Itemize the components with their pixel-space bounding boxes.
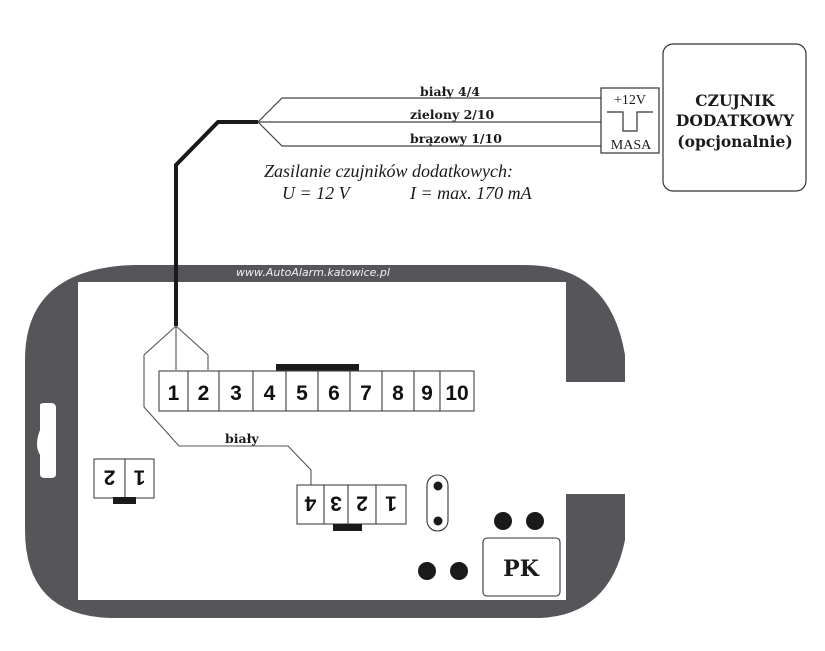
pulse-symbol-icon [607,111,653,132]
wire-label-bialy-inner: biały [225,431,259,446]
wire-to-4pin [143,325,312,486]
pin-cell: 3 [218,370,254,412]
sensor-terminal-block: +12V MASA [600,87,660,154]
pk-button-box[interactable] [482,537,561,597]
power-note-current: I = max. 170 mA [409,183,533,203]
pin-cell: 4 [252,370,287,412]
led-hole-2 [526,512,544,530]
connector-10pin-latch [276,364,359,371]
sensor-title-line1: CZUJNIK [695,91,775,110]
pin-cell: 6 [317,370,351,412]
pin-number: 1 [168,382,180,405]
pin-number: 1 [133,466,145,489]
pk-button[interactable]: PK [482,537,561,597]
pin-number: 3 [330,492,342,515]
pin-box [439,370,475,412]
pin-number: 4 [264,382,276,405]
wire-fanout-top [257,97,601,147]
jumper-oval [426,474,449,532]
pin-cell: 1 [375,484,407,525]
terminal-plus12v: +12V [614,93,646,108]
pin-cell: 8 [381,370,415,412]
wire-bialy [257,97,601,123]
wire-brazowy [257,121,601,147]
pk-button-label: PK [503,556,540,582]
pin-number: 10 [445,382,468,405]
pin-number: 8 [392,382,404,405]
pin-cell: 5 [285,370,319,412]
wire-to-pin2 [175,325,209,370]
pin-cell: 2 [93,458,126,499]
pin-number: 2 [356,492,368,515]
jumper-pin-top [433,481,443,491]
pin-number: 6 [328,382,340,405]
jumper-pin-bottom [433,516,443,526]
pin-box [381,370,415,412]
pin-number: 4 [304,492,316,515]
led-hole-3 [418,562,436,580]
pin-cell: 3 [323,484,349,525]
pin-box [187,370,220,412]
pin-cell: 4 [296,484,325,525]
pin-cell: 2 [187,370,220,412]
pin-cell: 7 [349,370,383,412]
additional-sensor: CZUJNIK DODATKOWY (opcjonalnie) [662,43,807,192]
pin-box [252,370,287,412]
connector-2pin-latch [113,497,136,504]
pin-box [349,370,383,412]
sensor-box [662,43,807,192]
pin-cell: 1 [124,458,155,499]
wire-label-bialy: biały 4/4 [420,84,480,99]
pin-number: 2 [198,382,210,405]
wire-label-zielony: zielony 2/10 [410,107,495,122]
pin-box [93,458,126,499]
pin-box [317,370,351,412]
pin-number: 9 [421,382,433,405]
connector-4pin-latch [333,524,362,531]
pin-cell: 2 [347,484,377,525]
wire-fanout-bottom [143,325,312,486]
sensor-title-line2: DODATKOWY [676,111,795,130]
pin-box [124,458,155,499]
terminal-masa: MASA [611,138,652,153]
terminal-box [600,87,660,154]
side-latch-slot [37,403,56,478]
pin-box [375,484,407,525]
pin-box [218,370,254,412]
website-url: www.AutoAlarm.katowice.pl [236,266,390,279]
pin-number: 1 [385,492,397,515]
wire-label-brazowy: brązowy 1/10 [410,131,502,146]
pin-number: 2 [104,466,116,489]
power-note-line1: Zasilanie czujników dodatkowych: [264,161,513,181]
pin-cell: 10 [439,370,475,412]
pin-number: 5 [296,382,308,405]
sensor-title-line3: (opcjonalnie) [677,132,792,151]
pin-box [347,484,377,525]
led-hole-1 [494,512,512,530]
pin-box [158,370,189,412]
pin-cell: 1 [158,370,189,412]
power-note-voltage: U = 12 V [282,183,352,203]
led-hole-4 [450,562,468,580]
main-cable [174,120,258,326]
jumper-outline [426,474,449,532]
pin-number: 3 [230,382,242,405]
pin-number: 7 [360,382,372,405]
pin-cell: 9 [413,370,441,412]
